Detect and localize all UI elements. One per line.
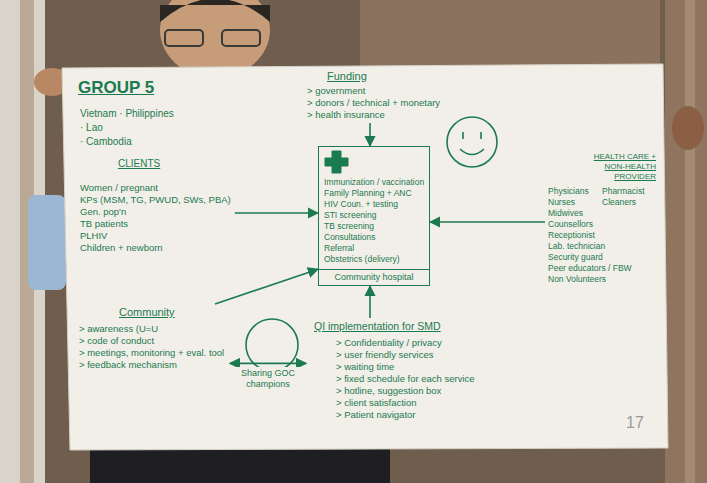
arrow-connector	[430, 221, 545, 223]
list-item: > awareness (U=U	[79, 323, 226, 335]
curtain-fold	[665, 0, 707, 483]
list-item: Immunization / vaccination	[324, 177, 424, 188]
list-item: > health insurance	[307, 109, 440, 121]
list-item: > client satisfaction	[336, 397, 475, 409]
list-item: > Patient navigator	[336, 409, 475, 421]
flipchart-paper	[62, 64, 668, 450]
arrow-connector	[235, 212, 318, 214]
connector-label: Sharing GOC champions	[236, 367, 300, 391]
list-item: Gen. pop'n	[80, 206, 231, 218]
group-heading: Funding	[327, 70, 440, 83]
arrow-connector	[230, 363, 306, 365]
arrow-connector	[369, 286, 371, 318]
list-item: Family Planning + ANC	[324, 188, 424, 199]
list-item: > fixed schedule for each service	[336, 373, 475, 385]
list-item: > government	[307, 85, 440, 97]
list-item: STI screening	[324, 210, 424, 221]
list-item: > Confidentiality / privacy	[336, 337, 475, 349]
list-item: > waiting time	[336, 361, 475, 373]
arrow-connector	[369, 123, 371, 146]
list-item: > feedback mechanism	[79, 359, 226, 371]
curtain-fold	[685, 0, 695, 483]
text-group: HEALTH CARE + NON-HEALTH PROVIDER Physici…	[545, 150, 659, 287]
curtain-fold	[360, 0, 660, 70]
list-item: Women / pregnant	[80, 182, 231, 194]
glasses	[165, 30, 203, 46]
text-group: CLIENTS Women / pregnantKPs (MSM, TG, PWU…	[76, 156, 235, 256]
list-item: Referral	[324, 243, 424, 254]
list-item: Community hospital	[324, 272, 424, 283]
list-item: Non Volunteers	[548, 274, 656, 285]
list-item: Consultations	[324, 232, 424, 243]
glasses	[222, 30, 260, 46]
list-item: > code of conduct	[79, 335, 226, 347]
service-box: Immunization / vaccinationFamily Plannin…	[318, 146, 430, 286]
country-label: · Cambodia	[80, 136, 132, 147]
hand	[672, 106, 704, 150]
list-item: Peer educators / FBW	[548, 263, 656, 274]
list-item: > meetings, monitoring + eval. tool	[79, 347, 226, 359]
list-item: Pharmacist	[602, 186, 656, 197]
list-item: TB patients	[80, 218, 231, 230]
list-item: Nurses	[548, 197, 602, 208]
smiley-mouth	[460, 149, 484, 155]
list-item: Children + newborn	[80, 242, 231, 254]
list-item: HIV Coun. + testing	[324, 199, 424, 210]
group-heading: Community	[119, 306, 226, 319]
list-item: Cleaners	[602, 197, 656, 208]
list-item: Receptionist	[548, 230, 656, 241]
slide-number: 17	[626, 414, 644, 432]
list-item: > user friendly services	[336, 349, 475, 361]
text-group: QI implementation for SMD > Confidentiali…	[306, 318, 479, 423]
list-item: Physicians	[548, 186, 602, 197]
text-group: Funding > government> donors / technical …	[303, 68, 444, 123]
list-item: Counsellors	[548, 219, 656, 230]
list-item: PLHIV	[80, 230, 231, 242]
smiley-eye	[462, 132, 464, 139]
arrow-connector	[215, 269, 318, 304]
list-item: Obstetrics (delivery)	[324, 254, 424, 265]
list-item: Security guard	[548, 252, 656, 263]
medical-cross	[325, 151, 348, 173]
diagram-title: GROUP 5	[78, 78, 154, 98]
list-item: > hotline, suggestion box	[336, 385, 475, 397]
group-heading: CLIENTS	[118, 158, 231, 170]
list-item: Midwives	[548, 208, 656, 219]
sleeve	[28, 195, 66, 290]
list-item: KPs (MSM, TG, PWUD, SWs, PBA)	[80, 194, 231, 206]
smiley-outline	[447, 117, 497, 167]
list-item: TB screening	[324, 221, 424, 232]
smiley-face	[447, 117, 497, 167]
country-label: · Lao	[80, 122, 103, 133]
list-item: > donors / technical + monetary	[307, 97, 440, 109]
hospital-band: Community hospital	[319, 269, 429, 285]
text-group: Community > awareness (U=U> code of condu…	[75, 304, 230, 373]
person-hair	[160, 0, 270, 22]
smiley-eye	[480, 132, 482, 139]
group-heading: QI implementation for SMD	[314, 320, 475, 333]
country-label: Vietnam · Philippines	[80, 108, 174, 119]
list-item: Lab. technician	[548, 241, 656, 252]
group-heading: HEALTH CARE + NON-HEALTH PROVIDER	[572, 152, 656, 182]
